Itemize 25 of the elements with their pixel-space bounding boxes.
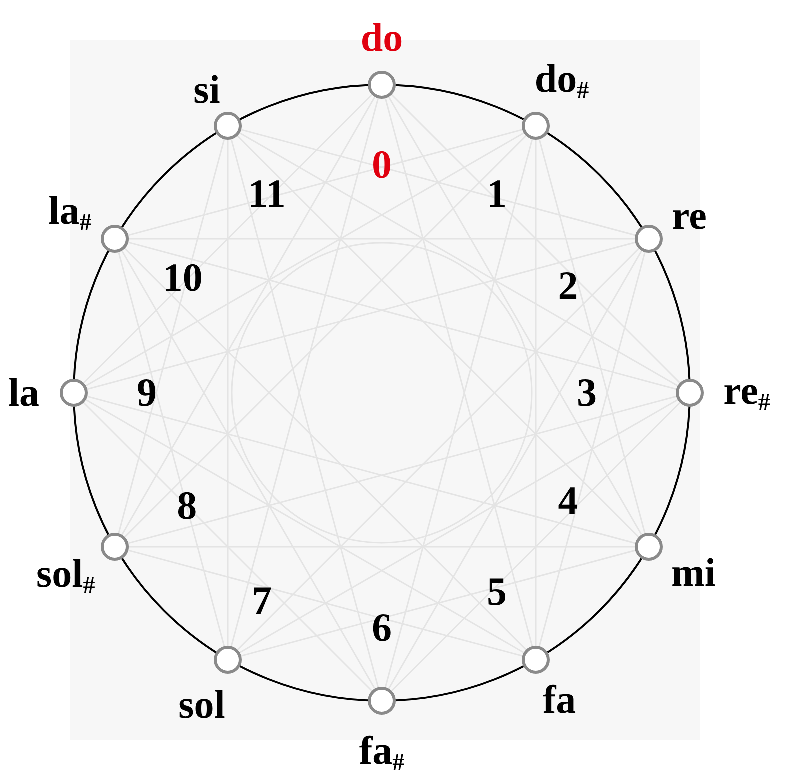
note-label: la [8, 373, 40, 413]
node-circle [60, 379, 88, 407]
step-number: 2 [558, 266, 578, 306]
note-label: sol [178, 684, 226, 725]
note-label: re [672, 196, 707, 236]
step-number: 0 [372, 145, 392, 185]
note-label: la$_{#}$ [48, 191, 92, 235]
step-number: 5 [487, 572, 507, 612]
note-label: fa$_{#}$ [359, 731, 405, 775]
step-number: 1 [487, 174, 507, 214]
note-label: sol$_{#}$ [36, 554, 96, 598]
step-number: 10 [162, 258, 203, 298]
step-number: 7 [252, 580, 272, 621]
note-label: do [360, 18, 404, 58]
step-number: 4 [558, 480, 578, 520]
note-label: fa [542, 680, 576, 720]
step-number: 6 [372, 608, 392, 648]
note-label: re$_{#}$ [724, 371, 770, 415]
step-number: 3 [577, 373, 597, 413]
note-label: do$_{#}$ [534, 59, 590, 104]
step-number: 8 [177, 486, 198, 526]
step-number: 9 [137, 373, 157, 413]
note-label: mi [672, 553, 716, 593]
step-number: 11 [248, 174, 286, 214]
note-label: si [194, 70, 220, 110]
